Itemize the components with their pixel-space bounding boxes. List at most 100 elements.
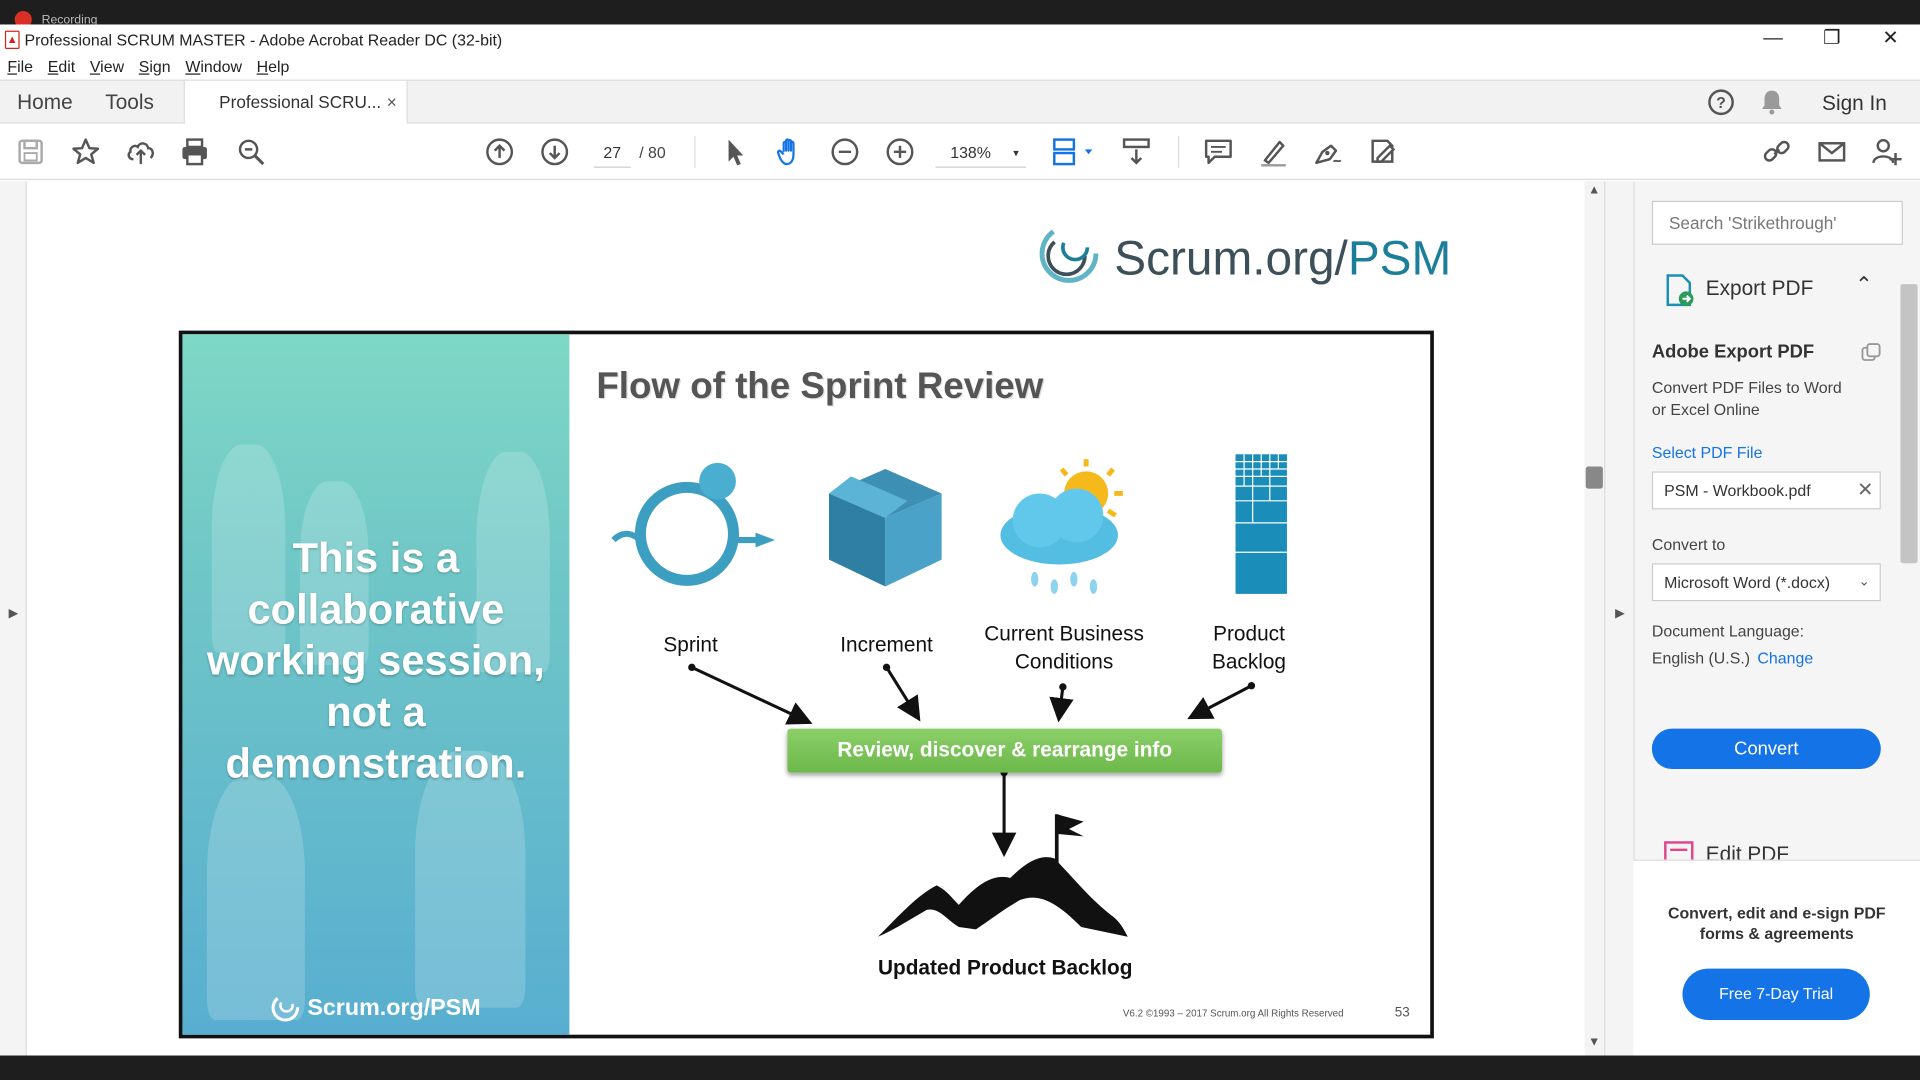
clear-file-icon[interactable]: ✕ <box>1857 480 1874 501</box>
highlight-pen-icon[interactable] <box>1258 136 1290 168</box>
sign-in-button[interactable]: Sign In <box>1822 91 1887 116</box>
page-display-icon[interactable] <box>1051 136 1098 168</box>
product-backlog-icon <box>1235 454 1287 594</box>
scrum-swirl-icon <box>1039 224 1099 283</box>
close-window-button[interactable]: ✕ <box>1882 28 1899 49</box>
menu-sign[interactable]: Sign <box>138 57 171 76</box>
convert-button[interactable]: Convert <box>1651 728 1881 769</box>
side-panel-scrollbar[interactable] <box>1898 264 1920 859</box>
background-figure <box>300 481 369 665</box>
trial-promo: Convert, edit and e-sign PDF forms & agr… <box>1633 859 1920 1056</box>
window-title: Professional SCRUM MASTER - Adobe Acroba… <box>24 30 503 49</box>
review-discover-box: Review, discover & rearrange info <box>787 728 1223 773</box>
find-zoom-icon[interactable] <box>235 136 267 168</box>
zoom-level-value: 138% <box>950 143 991 162</box>
taskbar-strip <box>0 1055 1920 1080</box>
label-sprint: Sprint <box>663 633 718 657</box>
share-link-icon[interactable] <box>1761 136 1793 168</box>
export-pdf-header[interactable]: Export PDF ⌃ <box>1633 264 1897 315</box>
scrum-logo: Scrum.org/PSM <box>1031 216 1451 292</box>
page-total: / 80 <box>639 143 666 162</box>
menu-view[interactable]: View <box>89 57 125 76</box>
label-business-conditions: Current Business Conditions <box>984 622 1144 674</box>
help-icon[interactable]: ? <box>1708 89 1734 116</box>
close-tab-icon[interactable]: × <box>386 91 397 112</box>
convert-format-select[interactable]: Microsoft Word (*.docx) ⌄ <box>1651 563 1881 602</box>
zoom-level-select[interactable]: 138% ▾ <box>935 138 1027 168</box>
recording-bar: Recording <box>0 0 1920 29</box>
scroll-down-icon[interactable]: ▼ <box>1588 1035 1601 1050</box>
add-user-icon[interactable] <box>1871 136 1903 168</box>
copy-icon[interactable] <box>1860 342 1882 364</box>
background-figure <box>211 444 286 653</box>
slide: This is a collaborative working session,… <box>178 330 1434 1039</box>
zoom-in-icon[interactable] <box>884 136 916 168</box>
select-cursor-icon[interactable] <box>719 136 751 168</box>
scrum-logo-part2: PSM <box>1347 232 1452 286</box>
tools-search-input[interactable]: Search 'Strikethrough' <box>1651 200 1903 245</box>
scrum-logo-text: Scrum.org/PSM <box>1114 233 1451 287</box>
left-panel-toggle[interactable]: ▶ <box>0 181 27 1056</box>
select-pdf-file-link[interactable]: Select PDF File <box>1651 443 1763 462</box>
zoom-out-icon[interactable] <box>829 136 861 168</box>
tab-document-label: Professional SCRU... <box>219 91 382 112</box>
menu-edit[interactable]: Edit <box>47 57 76 76</box>
document-scrollbar[interactable]: ▲ ▼ <box>1584 181 1605 1056</box>
hand-tool-icon[interactable] <box>774 136 806 168</box>
document-language-value: English (U.S.) <box>1651 648 1751 668</box>
sign-pen-icon[interactable] <box>1311 136 1343 168</box>
increment-box-icon <box>828 468 942 587</box>
cloud-upload-icon[interactable] <box>125 136 157 168</box>
weather-cloud-icon <box>1000 459 1123 594</box>
comment-icon[interactable] <box>1202 136 1234 168</box>
scroll-up-icon[interactable]: ▲ <box>1588 183 1601 198</box>
export-title: Adobe Export PDF <box>1651 341 1815 363</box>
export-pdf-icon <box>1666 274 1694 307</box>
save-icon[interactable] <box>15 136 47 168</box>
recording-dot-icon <box>14 11 32 29</box>
edit-pdf-icon <box>1664 841 1694 860</box>
previous-page-icon[interactable] <box>484 136 516 168</box>
restore-button[interactable]: ❐ <box>1823 28 1841 49</box>
selected-file-field[interactable]: PSM - Workbook.pdf ✕ <box>1651 471 1881 510</box>
bell-icon[interactable] <box>1760 88 1784 115</box>
scroll-mode-icon[interactable] <box>1120 136 1152 168</box>
chevron-up-icon[interactable]: ⌃ <box>1855 273 1873 297</box>
tab-tools[interactable]: Tools <box>105 90 154 114</box>
expand-left-icon: ▶ <box>8 607 19 621</box>
expand-right-icon: ▶ <box>1615 607 1625 621</box>
email-icon[interactable] <box>1816 136 1848 168</box>
fill-sign-icon[interactable] <box>1367 136 1399 168</box>
menu-file[interactable]: File <box>7 57 34 76</box>
window-controls: — ❐ ✕ <box>1744 24 1920 53</box>
edit-pdf-label: Edit PDF <box>1705 842 1790 860</box>
promo-text: Convert, edit and e-sign PDF forms & agr… <box>1667 903 1886 943</box>
minimize-button[interactable]: — <box>1763 28 1783 49</box>
toolbar: 27 / 80 138% ▾ <box>0 123 1920 181</box>
side-panel-scrollbar-thumb[interactable] <box>1900 284 1918 564</box>
slide-left-panel: This is a collaborative working session,… <box>182 334 570 1035</box>
edit-pdf-header[interactable]: Edit PDF <box>1633 833 1897 860</box>
menu-window[interactable]: Window <box>185 57 242 76</box>
chevron-down-icon: ⌄ <box>1858 574 1870 589</box>
chevron-down-icon: ▾ <box>1013 146 1019 160</box>
export-description: Convert PDF Files to Word or Excel Onlin… <box>1651 378 1842 419</box>
pdf-page: Scrum.org/PSM This is a collaborative wo… <box>26 181 1585 1056</box>
print-icon[interactable] <box>179 136 211 168</box>
slide-copyright: V6.2 ©1993 – 2017 Scrum.org All Rights R… <box>1122 1007 1344 1019</box>
tab-document[interactable]: Professional SCRU... × <box>183 80 408 125</box>
background-figure <box>206 775 305 1021</box>
menu-help[interactable]: Help <box>256 57 290 76</box>
bookmark-star-icon[interactable] <box>70 136 102 168</box>
free-trial-button[interactable]: Free 7-Day Trial <box>1682 968 1870 1021</box>
scrollbar-thumb[interactable] <box>1585 466 1603 489</box>
export-pdf-label: Export PDF <box>1705 276 1814 301</box>
right-panel-toggle[interactable]: ▶ <box>1604 181 1634 1056</box>
page-number-input[interactable]: 27 <box>593 138 631 168</box>
change-language-link[interactable]: Change <box>1757 648 1814 668</box>
background-figure <box>476 451 550 673</box>
tab-home[interactable]: Home <box>17 90 73 114</box>
next-page-icon[interactable] <box>539 136 571 168</box>
slide-quote: This is a collaborative working session,… <box>207 535 545 788</box>
